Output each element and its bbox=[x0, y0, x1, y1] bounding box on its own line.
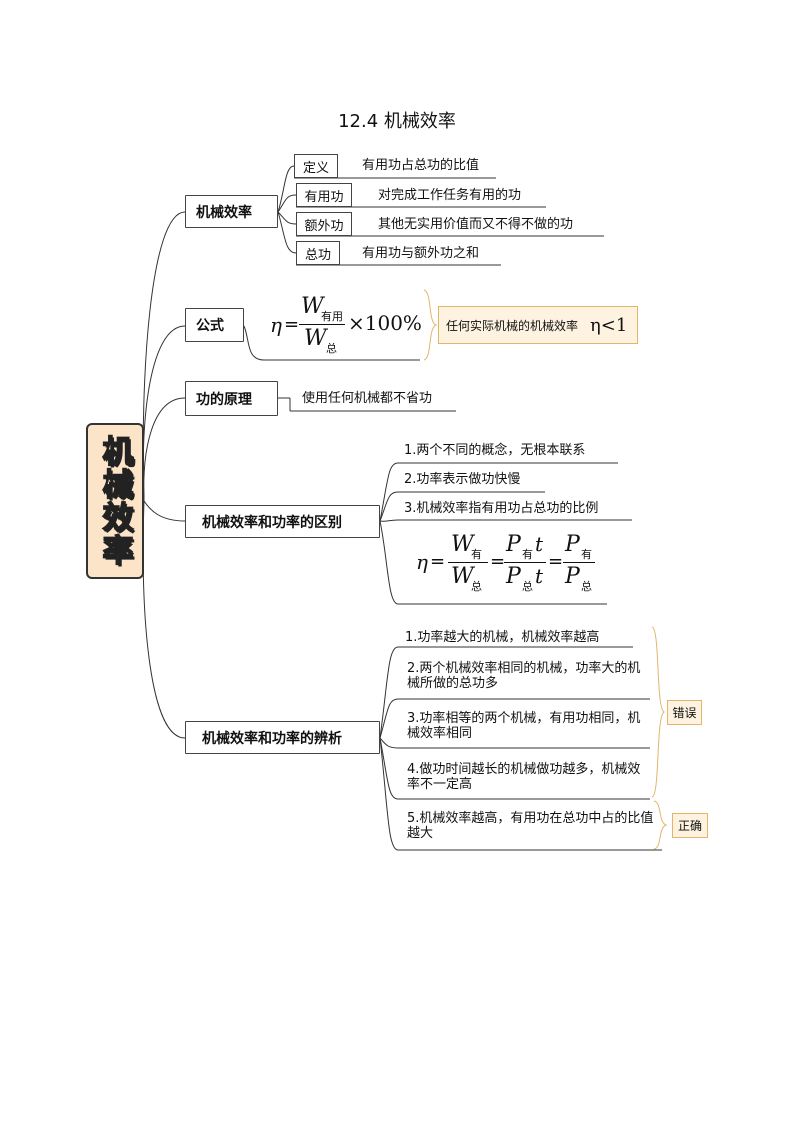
ratio-equation: η = W 有 W 总 = P 有 t P 总 t = P 有 P 总 bbox=[414, 528, 614, 598]
connector bbox=[379, 737, 650, 749]
wrong-brace bbox=[651, 626, 666, 798]
extra-work-text: 其他无实用价值而又不得不做的功 bbox=[378, 217, 574, 232]
fraction-bar bbox=[563, 562, 595, 564]
tag-definition: 定义 bbox=[294, 154, 338, 178]
principle-text: 使用任何机械都不省功 bbox=[302, 391, 433, 406]
page-title: 12.4 机械效率 bbox=[338, 111, 456, 132]
sub-total: 总 bbox=[471, 580, 482, 593]
p-total: P bbox=[506, 564, 521, 589]
tag-extra-work: 额外功 bbox=[296, 212, 352, 236]
connector bbox=[142, 211, 186, 502]
equals-sign: = bbox=[490, 551, 506, 572]
sub-useful: 有 bbox=[581, 548, 592, 561]
definition-text: 有用功占总功的比值 bbox=[362, 158, 480, 173]
connector bbox=[277, 165, 295, 213]
analysis-item: 3.功率相等的两个机械，有用功相同，机械效率相同 bbox=[407, 711, 641, 741]
eta-symbol: η bbox=[270, 313, 282, 337]
branch-label: 机械效率和功率的辨析 bbox=[202, 730, 342, 747]
tag-useful-work: 有用功 bbox=[296, 183, 352, 207]
branch-principle: 功的原理 bbox=[185, 381, 278, 416]
w-useful: W bbox=[301, 294, 324, 319]
analysis-item: 5.机械效率越高，有用功在总功中占的比值越大 bbox=[407, 811, 654, 841]
connector bbox=[243, 325, 420, 361]
w-total: W bbox=[451, 564, 474, 589]
branch-analysis: 机械效率和功率的辨析 bbox=[185, 721, 380, 754]
w-useful: W bbox=[451, 532, 474, 557]
connector bbox=[142, 500, 186, 739]
sub-useful: 有 bbox=[471, 548, 482, 561]
w-total: W bbox=[304, 326, 327, 351]
connector bbox=[379, 698, 650, 739]
fraction-bar bbox=[299, 324, 345, 326]
wrong-label: 错误 bbox=[667, 700, 702, 725]
connector bbox=[379, 646, 633, 739]
difference-item: 1.两个不同的概念，无根本联系 bbox=[404, 443, 586, 458]
fraction-bar bbox=[504, 562, 546, 564]
formula-note: 任何实际机械的机械效率 η<1 bbox=[438, 306, 638, 344]
analysis-item: 4.做功时间越长的机械做功越多，机械效率不一定高 bbox=[407, 762, 641, 792]
total-work-text: 有用功与额外功之和 bbox=[362, 246, 480, 261]
connector bbox=[277, 194, 297, 213]
connector bbox=[143, 500, 186, 522]
connector bbox=[379, 462, 618, 522]
p-useful: P bbox=[565, 532, 580, 557]
sub-total: 总 bbox=[522, 580, 533, 593]
connector bbox=[379, 491, 545, 522]
sub-useful: 有 bbox=[522, 548, 533, 561]
note-inequality: η<1 bbox=[590, 314, 628, 336]
connector bbox=[379, 737, 650, 800]
tag-total-work: 总功 bbox=[296, 241, 340, 265]
sub-total: 总 bbox=[326, 342, 337, 355]
right-label: 正确 bbox=[672, 813, 708, 838]
connector bbox=[277, 211, 297, 254]
t-useful: t bbox=[535, 532, 544, 556]
connector bbox=[143, 397, 186, 502]
sub-useful: 有用 bbox=[321, 310, 343, 323]
equals-sign: = bbox=[284, 314, 300, 335]
analysis-item: 1.功率越大的机械，机械效率越高 bbox=[405, 630, 600, 645]
equals-sign: = bbox=[430, 551, 446, 572]
branch-label: 机械效率 bbox=[196, 204, 252, 221]
t-total: t bbox=[535, 564, 544, 588]
connector bbox=[379, 737, 662, 851]
branch-label: 机械效率和功率的区别 bbox=[202, 514, 342, 531]
root-label: 机械效率 bbox=[96, 434, 133, 567]
equals-sign: = bbox=[548, 551, 564, 572]
connector bbox=[277, 211, 297, 225]
branch-formula: 公式 bbox=[185, 308, 244, 342]
efficiency-formula: η = W 有用 W 总 ×100% bbox=[268, 294, 422, 356]
fraction-bar bbox=[448, 562, 488, 564]
branch-label: 功的原理 bbox=[196, 391, 252, 408]
useful-work-text: 对完成工作任务有用的功 bbox=[378, 188, 522, 203]
analysis-item: 2.两个机械效率相同的机械，功率大的机械所做的总功多 bbox=[407, 661, 641, 691]
times-100-percent: ×100% bbox=[348, 311, 422, 335]
root-node: 机械效率 bbox=[86, 423, 144, 579]
difference-item: 3.机械效率指有用功占总功的比例 bbox=[404, 501, 599, 516]
sub-total: 总 bbox=[581, 580, 592, 593]
branch-label: 公式 bbox=[196, 318, 224, 334]
connector bbox=[379, 520, 607, 605]
note-brace bbox=[423, 289, 438, 361]
note-text: 任何实际机械的机械效率 bbox=[446, 318, 579, 333]
branch-efficiency: 机械效率 bbox=[185, 195, 278, 228]
connector bbox=[379, 519, 632, 522]
difference-item: 2.功率表示做功快慢 bbox=[404, 472, 521, 487]
eta-symbol: η bbox=[416, 550, 428, 574]
branch-difference: 机械效率和功率的区别 bbox=[185, 505, 380, 538]
p-total: P bbox=[565, 564, 580, 589]
right-brace bbox=[653, 800, 668, 850]
connector bbox=[142, 325, 186, 502]
p-useful: P bbox=[506, 532, 521, 557]
